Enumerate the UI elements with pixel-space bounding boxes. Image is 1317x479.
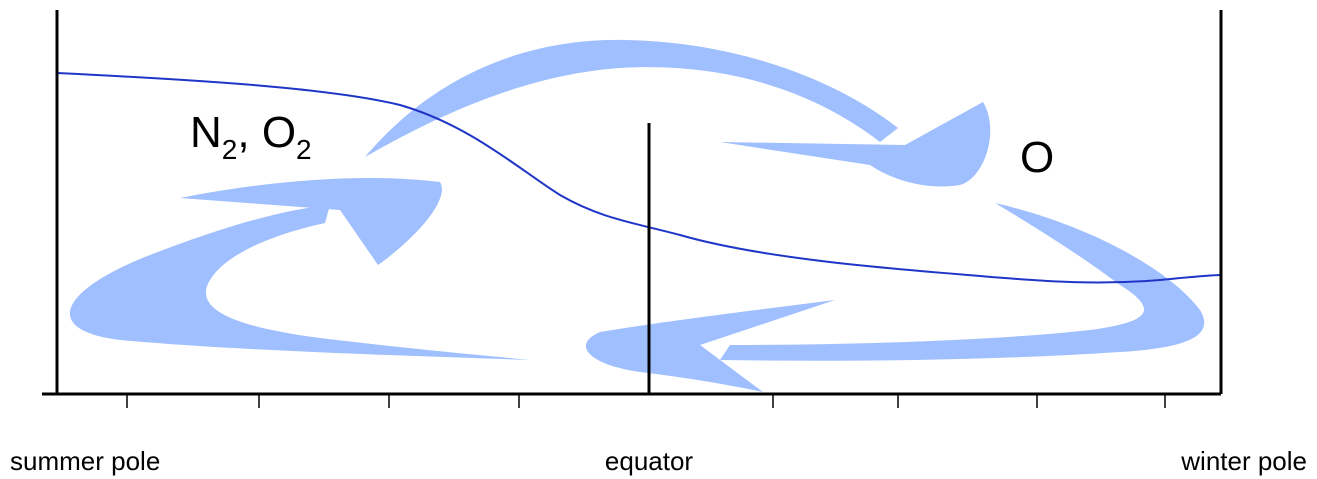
label-o: O <box>262 108 296 157</box>
label-o-atomic: O <box>1020 133 1054 182</box>
label-o-subscript: 2 <box>296 134 312 165</box>
x-label-winter-pole: winter pole <box>1180 446 1307 476</box>
upper-arc-arrowhead <box>720 102 991 187</box>
circulation-arrows <box>69 39 1205 392</box>
label-n2-o2: N2, O2 <box>190 108 312 165</box>
composition-curve <box>56 72 1222 284</box>
x-label-summer-pole: summer pole <box>10 446 160 476</box>
axes <box>42 10 1223 396</box>
label-n-subscript: 2 <box>222 134 238 165</box>
ticks <box>126 394 1166 408</box>
x-label-equator: equator <box>605 446 694 476</box>
lower-left-loop-arrow <box>69 205 530 360</box>
upper-arc-arrow <box>365 39 898 157</box>
lower-left-loop-arrowhead <box>180 177 442 265</box>
right-loop-arrow <box>720 203 1205 361</box>
label-separator: , <box>237 108 261 157</box>
label-n: N <box>190 108 222 157</box>
